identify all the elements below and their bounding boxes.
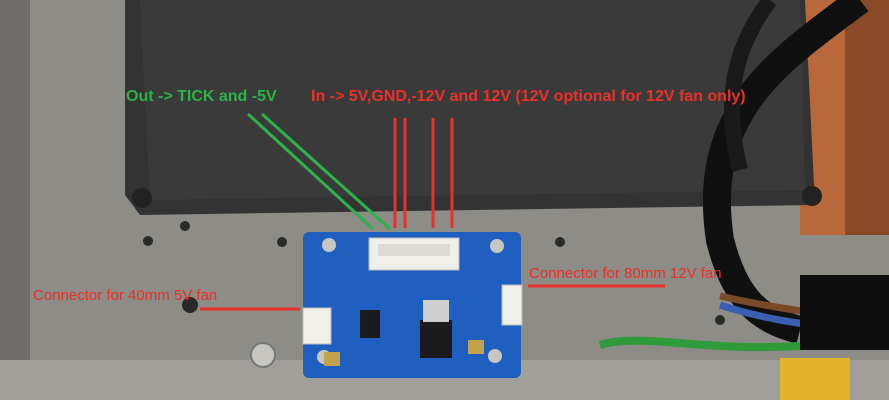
connector-80mm-fan	[501, 284, 523, 326]
capacitor	[324, 352, 340, 366]
blue-pcb	[303, 232, 521, 378]
cable-clamp	[800, 275, 889, 350]
panel-screw-right	[802, 186, 822, 206]
dark-panel-inner	[140, 0, 805, 200]
chassis-screw	[250, 342, 276, 368]
green-pointer-line	[246, 112, 375, 231]
pcb-mount-hole	[490, 239, 504, 253]
left-chassis-edge	[0, 0, 30, 400]
chassis-hole	[180, 221, 190, 231]
regulator-tab	[423, 300, 449, 322]
green-pointer-line	[260, 112, 392, 231]
pic-chip	[360, 310, 380, 338]
chassis-hole	[182, 297, 198, 313]
pcb-mount-hole	[322, 238, 336, 252]
yellow-connector	[780, 358, 850, 400]
out-annotation-label: Out -> TICK and -5V	[126, 88, 277, 105]
pcb-mount-hole	[488, 349, 502, 363]
connector-80mm-label: Connector for 80mm 12V fan	[529, 265, 722, 282]
in-annotation-label: In -> 5V,GND,-12V and 12V (12V optional …	[311, 88, 746, 105]
chassis-hole	[277, 237, 287, 247]
chassis-hole	[555, 237, 565, 247]
power-cable	[702, 0, 869, 344]
capacitor	[468, 340, 484, 354]
chassis-hole	[143, 236, 153, 246]
chassis-hole	[715, 315, 725, 325]
connector-40mm-fan	[302, 307, 332, 345]
wood-panel-shadow	[845, 0, 889, 235]
input-connector-slot	[378, 244, 450, 256]
panel-screw-left	[132, 188, 152, 208]
voltage-regulator	[420, 320, 452, 358]
connector-40mm-label: Connector for 40mm 5V fan	[33, 287, 218, 304]
black-wire	[723, 0, 777, 172]
